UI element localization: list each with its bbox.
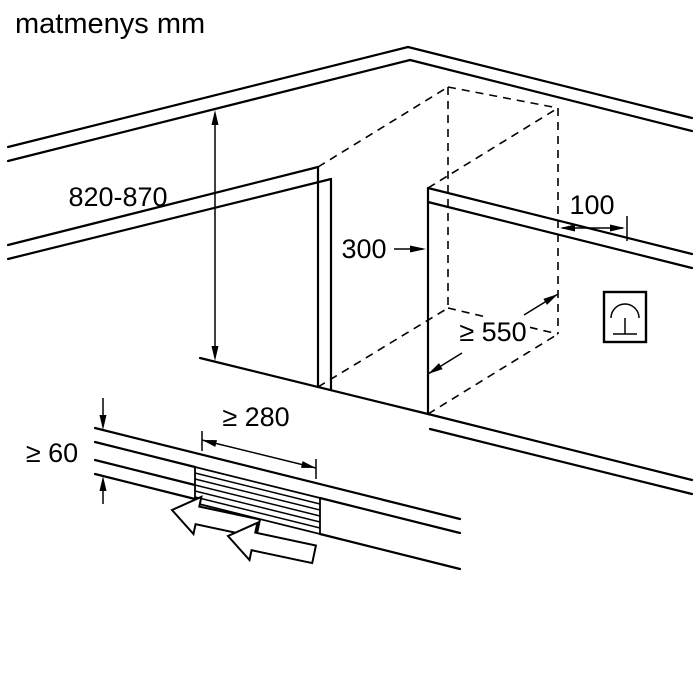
vent-depth-dimension: ≥ 280 xyxy=(201,402,317,479)
vent-gap-label: ≥ 60 xyxy=(26,438,78,468)
niche-outline xyxy=(198,165,694,496)
arrow-left-icon xyxy=(560,224,575,232)
depth-label-halo xyxy=(456,317,530,351)
back-top-edge xyxy=(447,86,559,109)
counter-rear-bottom-right xyxy=(408,58,694,133)
arrow-up-icon xyxy=(99,476,107,491)
power-socket-icon xyxy=(602,290,648,344)
height-dim-label: 820-870 xyxy=(68,182,167,212)
arrow-left-icon xyxy=(202,440,217,447)
counter-rear-top-right xyxy=(406,45,694,120)
cabinet-top-line-left xyxy=(93,458,197,487)
depth-edge-bottom-left xyxy=(317,307,449,388)
counter-rear-top-left xyxy=(6,45,410,149)
hatch-line xyxy=(194,484,321,517)
socket-box xyxy=(602,290,648,344)
hatch-line xyxy=(194,472,321,505)
niche-depth-dashed xyxy=(317,86,559,415)
arrow-right-icon xyxy=(610,224,625,232)
counter-front-top-right xyxy=(426,186,694,256)
arrow-down-left-icon xyxy=(428,363,443,374)
vent-depth-dim-line xyxy=(201,439,317,469)
height-dimension: 820-870 xyxy=(68,110,219,361)
cabinet-bottom-line-left xyxy=(93,472,197,501)
depth-dim-label: ≥ 550 xyxy=(459,317,526,347)
socket-distance-label: 100 xyxy=(569,190,614,220)
arrow-up-icon xyxy=(211,110,219,125)
vent-hatch-block xyxy=(194,465,321,536)
arrow-down-icon xyxy=(99,415,107,430)
counter-front-top-left xyxy=(6,165,320,247)
hatch-line xyxy=(194,490,321,523)
cabinet-line-right xyxy=(318,532,462,571)
worktop-bottom-line-left xyxy=(93,440,197,469)
counter-rear-bottom-left xyxy=(6,58,412,163)
plinth-line-bottom xyxy=(428,427,694,496)
niche-width-label: 300 xyxy=(341,234,386,264)
niche-floor-edge xyxy=(198,356,430,416)
counter-front-bottom-left xyxy=(6,177,333,261)
worktop-top-line xyxy=(93,426,462,521)
depth-edge-top-right xyxy=(427,107,559,189)
depth-edge-top-left xyxy=(317,86,449,168)
depth-dimension: ≥ 550 xyxy=(427,293,559,375)
arrow-down-icon xyxy=(211,346,219,361)
niche-width-dimension: 300 xyxy=(341,234,426,264)
counter-front-bottom-right xyxy=(426,200,694,270)
hatch-line xyxy=(194,478,321,511)
plinth-line-top xyxy=(426,412,694,482)
page-title: matmenys mm xyxy=(15,8,205,40)
vent-gap-dimension: ≥ 60 xyxy=(26,398,107,504)
arrow-up-right-icon xyxy=(543,294,558,305)
socket-arc xyxy=(610,303,640,319)
arrow-right-icon xyxy=(301,461,316,468)
worktop-outline xyxy=(6,45,694,270)
worktop-bottom-line-right xyxy=(318,496,462,535)
arrow-right-icon xyxy=(410,245,426,253)
socket-distance-dimension: 100 xyxy=(560,190,628,241)
vent-depth-label: ≥ 280 xyxy=(222,402,289,432)
worktop-vent-detail: ≥ 60 ≥ 280 xyxy=(26,398,462,574)
depth-edge-bottom-right xyxy=(427,333,559,415)
hatch-line xyxy=(194,496,321,529)
